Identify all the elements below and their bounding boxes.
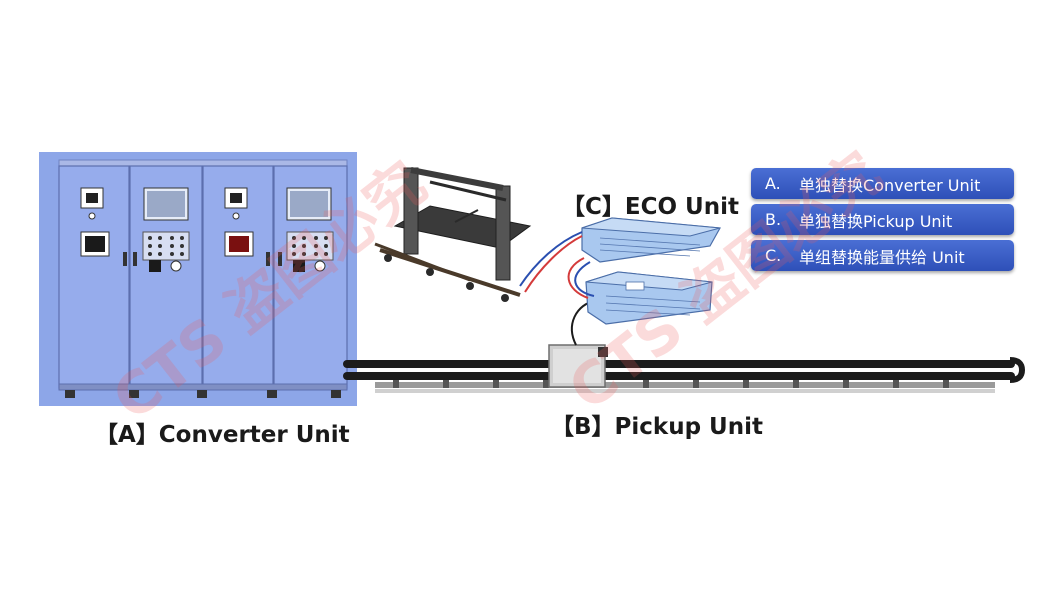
pickup-unit-label: 【B】Pickup Unit xyxy=(551,414,763,440)
pickup-box xyxy=(548,344,608,388)
converter-cabinet-drawing xyxy=(58,159,348,398)
option-b: B. 单独替换Pickup Unit xyxy=(751,204,1014,235)
option-letter: B. xyxy=(765,210,782,229)
pickup-rail xyxy=(343,357,1026,393)
converter-unit-label: 【A】Converter Unit xyxy=(95,422,350,448)
vehicle-frame xyxy=(374,167,532,302)
option-a: A. 单独替换Converter Unit xyxy=(751,168,1014,199)
converter-unit-image xyxy=(39,152,357,406)
eco-unit-label: 【C】ECO Unit xyxy=(562,194,739,220)
option-text: 单独替换Converter Unit xyxy=(799,175,981,195)
option-c: C. 单组替换能量供给 Unit xyxy=(751,240,1014,271)
option-letter: A. xyxy=(765,174,781,193)
eco-unit-lower xyxy=(585,271,713,325)
option-text: 单组替换能量供给 Unit xyxy=(799,247,965,267)
eco-unit-upper xyxy=(581,217,721,263)
option-letter: C. xyxy=(765,246,782,265)
option-text: 单独替换Pickup Unit xyxy=(799,211,953,231)
